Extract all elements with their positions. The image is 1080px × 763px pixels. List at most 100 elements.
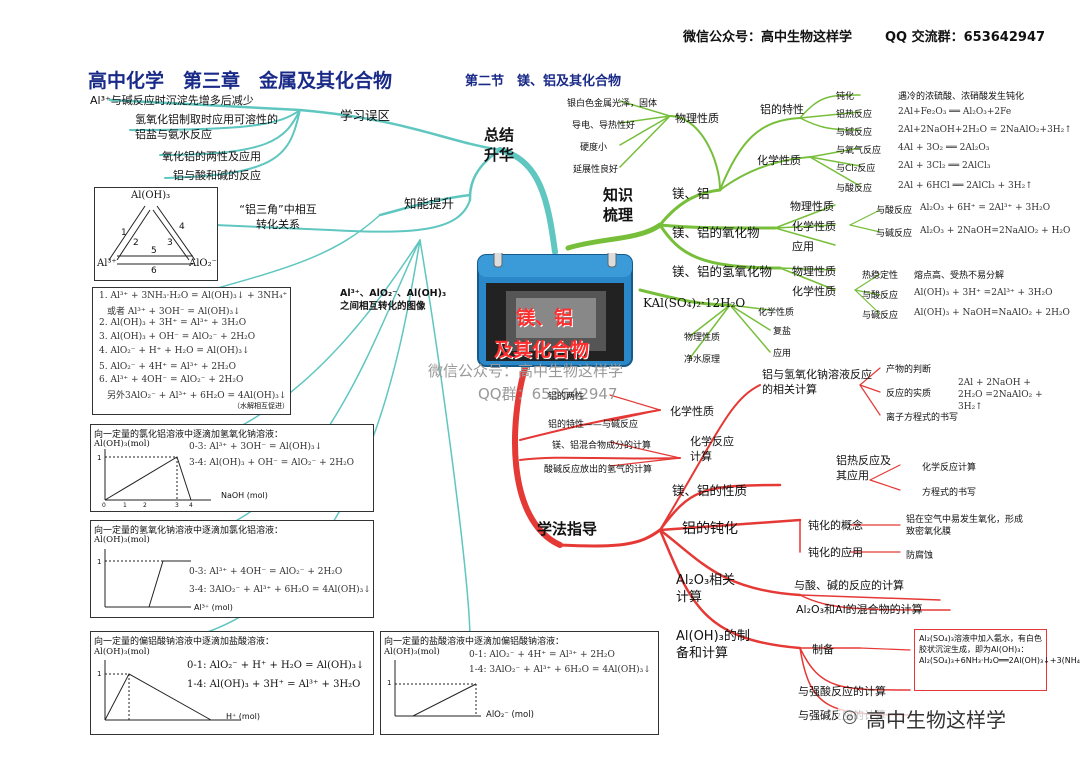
passiv-use: 钝化的应用	[808, 546, 863, 559]
center-title-line2: 及其化合物	[494, 339, 590, 361]
alum-left-item: 净水原理	[684, 355, 721, 365]
branch-mistakes: 学习误区	[340, 108, 391, 123]
graph-tick: 1	[123, 502, 127, 509]
graph-plot	[104, 660, 241, 721]
thermite-item: 方程式的书写	[922, 488, 977, 498]
branch-summary: 总结升华	[484, 126, 515, 164]
al-special-value: 遇冷的浓硫酸、浓硝酸发生钝化	[898, 92, 1025, 102]
graph-eq2: 1-4: 3AlO₂⁻ + Al³⁺ + 6H₂O = 4Al(OH)₃↓	[469, 665, 651, 675]
graph-title: 向一定量的氯化铝溶液中逐滴加氢氧化钠溶液：	[94, 430, 284, 440]
graph-eq2: 3-4: Al(OH)₃ + OH⁻ = AlO₂⁻ + 2H₂O	[189, 458, 355, 468]
reaction-line: 5. AlO₂⁻ + 4H⁺ = Al³⁺ + 2H₂O	[99, 362, 236, 372]
oxide-chemical: 化学性质	[792, 220, 836, 233]
al-react-item: 离子方程式的书写	[886, 413, 959, 423]
graph-ylabel: Al(OH)₃(mol)	[94, 439, 150, 449]
thermite-item: 化学反应计算	[922, 463, 977, 473]
graph-xlabel: NaOH (mol)	[221, 491, 268, 500]
oxide-value: Al₂O₃ + 2NaOH=2NaAlO₂ + H₂O	[920, 226, 1071, 236]
node-hydroxide: 镁、铝的氢氧化物	[672, 264, 773, 279]
qq-group: QQ 交流群：653642947	[885, 30, 1046, 45]
al-special-value: 2Al+2NaOH+2H₂O = 2NaAlO₂+3H₂↑	[898, 125, 1072, 135]
node-passivation: 铝的钝化	[682, 521, 738, 537]
node-al-react: 铝与氢氧化钠溶液反应的相关计算	[762, 368, 872, 396]
mistake-item-1: Al³⁺与碱反应时沉淀先增多后减少	[90, 94, 254, 107]
triangle-num-3: 3	[167, 238, 173, 248]
graph-xlabel: AlO₂⁻ (mol)	[486, 710, 534, 720]
graph-ylabel: Al(OH)₃(mol)	[94, 535, 150, 545]
reaction-line: 6. Al³⁺ + 4OH⁻ = AlO₂⁻ + 2H₂O	[99, 375, 244, 385]
reactions-box: 1. Al³⁺ + 3NH₃·H₂O = Al(OH)₃↓ + 3NH₄⁺ 或者…	[92, 287, 291, 415]
graph-y-tick: 1	[97, 454, 102, 462]
triangle-num-5: 5	[151, 246, 157, 256]
graph-section-label: Al³⁺、AlO₂⁻、Al(OH)₃之间相互转化的图像	[340, 288, 447, 312]
node-chemical: 化学性质	[757, 154, 801, 167]
footer-watermark: 高中生物这样学	[866, 708, 1006, 732]
node-chem-prop: 化学性质	[670, 405, 714, 418]
graph-tick: 0	[102, 502, 106, 509]
reaction-line: 2. Al(OH)₃ + 3H⁺ = Al³⁺ + 3H₂O	[99, 318, 247, 328]
chem-key: 与酸反应	[836, 184, 873, 194]
graph-y-tick: 1	[97, 670, 102, 678]
branch-ability: 知能提升	[404, 196, 455, 211]
passiv-concept-value: 铝在空气中易发生氧化，形成致密氧化膜	[906, 515, 1024, 537]
oxide-use: 应用	[792, 240, 814, 253]
mistake-item-4: 铝与酸和碱的反应	[173, 169, 261, 182]
al2o3-item: Al₂O₃和Al的混合物的计算	[796, 603, 923, 616]
page-title: 高中化学 第三章 金属及其化合物	[88, 70, 393, 92]
reaction-line: 或者 Al³⁺ + 3OH⁻ = Al(OH)₃↓	[107, 307, 241, 317]
aluminum-triangle-box: Al(OH)₃ Al³⁺ AlO₂⁻ 1 2 3 4 5 6	[94, 187, 218, 281]
reaction-line: 4. AlO₂⁻ + H⁺ + H₂O = Al(OH)₃↓	[99, 346, 250, 356]
reaction-line: 3. Al(OH)₃ + OH⁻ = AlO₂⁻ + 2H₂O	[99, 332, 256, 342]
footer-watermark-bg	[838, 701, 1048, 729]
triangle-num-1: 1	[121, 228, 127, 238]
al-special-key: 铝热反应	[836, 110, 873, 120]
oxide-physical: 物理性质	[790, 200, 834, 213]
node-physical: 物理性质	[675, 112, 719, 125]
graph-tick: 3	[175, 502, 179, 509]
mistake-item-2: 氢氧化铝制取时应用可溶性的铝盐与氨水反应	[135, 113, 278, 141]
passiv-use-value: 防腐蚀	[906, 551, 934, 561]
chem-value: 2Al + 3Cl₂ ══ 2AlCl₃	[898, 161, 991, 171]
hyd-value: Al(OH)₃ + NaOH=NaAlO₂ + 2H₂O	[914, 308, 1070, 318]
graph-eq1: 0-1: AlO₂⁻ + 4H⁺ = Al³⁺ + 2H₂O	[469, 650, 615, 660]
node-thermite: 铝热反应及其应用	[836, 454, 891, 482]
graph-xlabel: Al³⁺ (mol)	[194, 603, 233, 612]
chem-key: 与Cl₂反应	[836, 164, 876, 174]
reaction-line: 1. Al³⁺ + 3NH₃·H₂O = Al(OH)₃↓ + 3NH₄⁺	[99, 291, 288, 301]
graph-box-2: 向一定量的氢氧化钠溶液中逐滴加氯化铝溶液： Al(OH)₃(mol) 1 Al³…	[90, 520, 374, 618]
chem-value: 4Al + 3O₂ ══ 2Al₂O₃	[898, 143, 990, 153]
hyd-value: Al(OH)₃ + 3H⁺ =2Al³⁺ + 3H₂O	[914, 288, 1053, 298]
triangle-right: AlO₂⁻	[189, 258, 217, 269]
graph-eq2: 1-4: Al(OH)₃ + 3H⁺ = Al³⁺ + 3H₂O	[187, 679, 361, 690]
hyd-key: 与碱反应	[862, 311, 899, 321]
hyd-physical: 物理性质	[792, 265, 836, 278]
chem-key: 与氧气反应	[836, 146, 882, 156]
graph-tick: 4	[189, 502, 193, 509]
hyd-chemical: 化学性质	[792, 285, 836, 298]
prep-note: Al₂(SO₄)₃溶液中加入氨水，有白色胶状沉淀生成，即为Al(OH)₃：Al₂…	[919, 634, 1080, 665]
node-al2o3: Al₂O₃相关计算	[676, 573, 736, 605]
triangle-top: Al(OH)₃	[131, 190, 171, 201]
triangle-num-2: 2	[133, 238, 139, 248]
wechat-icon: ◎	[842, 706, 858, 727]
alum-item: 化学性质	[758, 308, 795, 318]
graph-ylabel: Al(OH)₃(mol)	[94, 647, 150, 657]
chem-prop-item: 铝的特性——与碱反应	[548, 420, 639, 430]
prep-node: 制备	[812, 643, 834, 656]
node-oxide: 镁、铝的氧化物	[672, 225, 760, 240]
mistake-item-3: 氧化铝的两性及应用	[162, 150, 261, 163]
strong-acid-calc: 与强酸反应的计算	[798, 685, 886, 698]
passiv-concept: 钝化的概念	[808, 519, 863, 532]
graph-plot	[104, 449, 211, 501]
phys-item-1: 银白色金属光泽，固体	[567, 99, 658, 109]
al2o3-item: 与酸、碱的反应的计算	[794, 579, 904, 592]
graph-box-1: 向一定量的氯化铝溶液中逐滴加氢氧化钠溶液： Al(OH)₃(mol) 1 0 1…	[90, 424, 374, 512]
graph-plot	[394, 660, 481, 717]
al-special-key: 与碱反应	[836, 128, 873, 138]
phys-item-2: 导电、导热性好	[572, 121, 636, 131]
alum-left-item: 物理性质	[684, 333, 721, 343]
prep-note-box: Al₂(SO₄)₃溶液中加入氨水，有白色胶状沉淀生成，即为Al(OH)₃：Al₂…	[914, 629, 1080, 691]
graph-eq1: 0-3: Al³⁺ + 4OH⁻ = AlO₂⁻ + 2H₂O	[189, 567, 343, 577]
hyd-key: 与酸反应	[862, 291, 899, 301]
reaction-note: （水解相互促进）	[233, 402, 289, 410]
